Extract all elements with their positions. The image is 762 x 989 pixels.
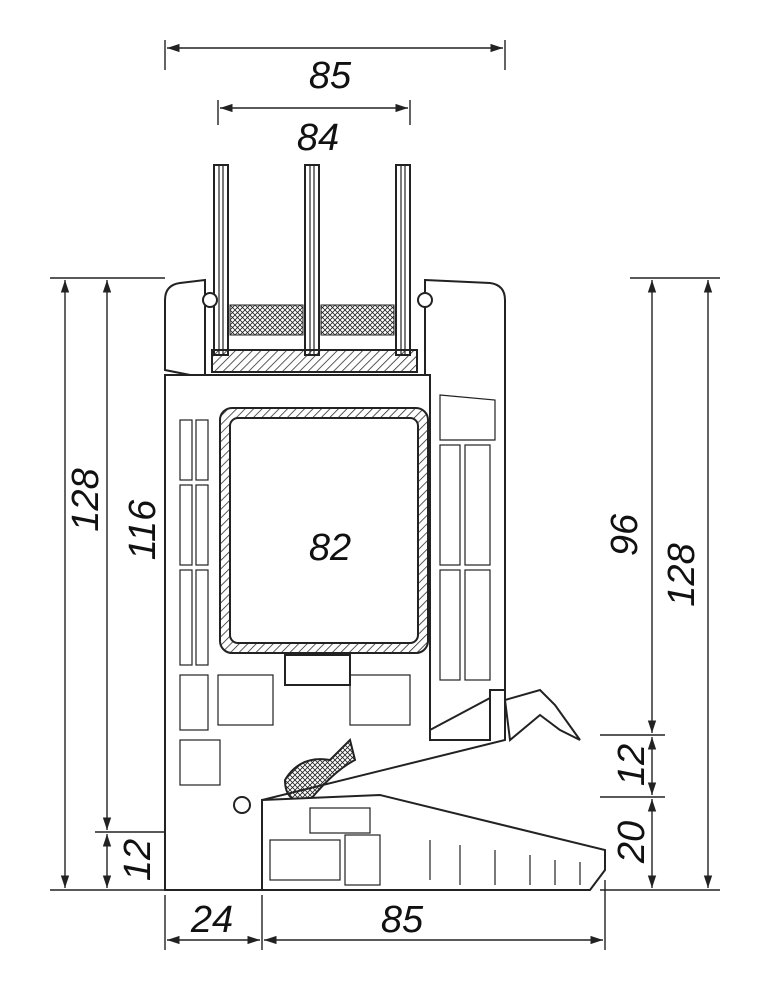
dim-left-sash-height: 116 [122,499,164,560]
dim-right-upper-height: 96 [604,513,646,556]
dimension-lines [50,40,720,950]
steel-reinforcement [219,407,429,686]
threshold-sill [261,793,606,891]
triple-glazing [211,164,418,373]
dim-steel: 82 [309,527,351,569]
dim-left-total-height: 128 [65,468,107,531]
dim-left-bottom-height: 12 [117,839,159,881]
dim-glass-width: 84 [297,117,339,159]
dim-right-sill-height: 20 [611,821,653,864]
dim-right-mid-height: 12 [611,744,653,786]
dim-top-outer-width: 85 [309,55,352,97]
dim-right-total-height: 128 [661,543,703,606]
dim-bottom-left-width: 24 [190,899,233,941]
dim-bottom-sill-width: 85 [381,899,424,941]
